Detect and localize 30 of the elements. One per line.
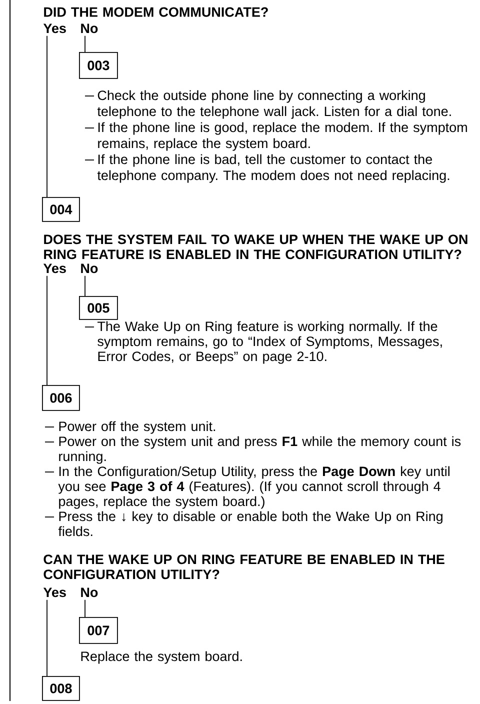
connector-line [84, 275, 86, 296]
instruction-text: Power on the system unit and press F1 while the memory count is running. [59, 436, 461, 464]
connector-line [46, 275, 48, 386]
branch-label: No [81, 264, 98, 274]
branch-label: No [81, 588, 98, 598]
step-box: 003 [79, 52, 118, 79]
connector-line [46, 35, 48, 198]
instruction-text: Power off the system unit. [59, 421, 216, 434]
branch-label: Yes [43, 24, 66, 34]
step-box: 005 [79, 296, 118, 320]
instruction-text: In the Configuration/Setup Utility, press the Page Down key until you see Page 3 of 4 (Features). (If you cannot scroll through 4 pages, replace the system board.) [58, 466, 450, 509]
step-box: 006 [42, 385, 80, 411]
connector-line [84, 599, 86, 618]
step-box: 007 [79, 617, 118, 644]
instruction-text: Press the ↓ key to disable or enable both the Wake Up on Ring fields. [58, 511, 442, 536]
instruction-text: If the phone line is bad, tell the customer to contact the telephone company. The modem does not need replacing. [97, 154, 450, 183]
branch-label: No [81, 24, 98, 34]
instruction-text: Check the outside phone line by connecting a working telephone to the telephone wall jack. Listen for a dial tone. [97, 90, 451, 119]
branch-label: Yes [43, 588, 66, 598]
instruction-text: The Wake Up on Ring feature is working normally. If the symptom remains, go to “Index of Symptoms, Messages, Error Codes, or Beeps” on page 2-10. [98, 321, 442, 364]
question-text: DID THE MODEM COMMUNICATE? [44, 7, 268, 17]
step-box: 008 [42, 676, 80, 701]
instruction-text: If the phone line is good, replace the modem. If the symptom remains, replace the system board. [98, 122, 467, 151]
question-text: DOES THE SYSTEM FAIL TO WAKE UP WHEN THE WAKE UP ON RING FEATURE IS ENABLED IN THE CONFIGURATION UTILITY? [44, 234, 468, 260]
connector-line [84, 35, 86, 52]
branch-label: Yes [43, 264, 66, 274]
instruction-text: Replace the system board. [81, 651, 242, 664]
step-box: 004 [42, 197, 80, 222]
question-text: CAN THE WAKE UP ON RING FEATURE BE ENABLED IN THE CONFIGURATION UTILITY? [44, 554, 444, 580]
connector-line [46, 599, 48, 676]
